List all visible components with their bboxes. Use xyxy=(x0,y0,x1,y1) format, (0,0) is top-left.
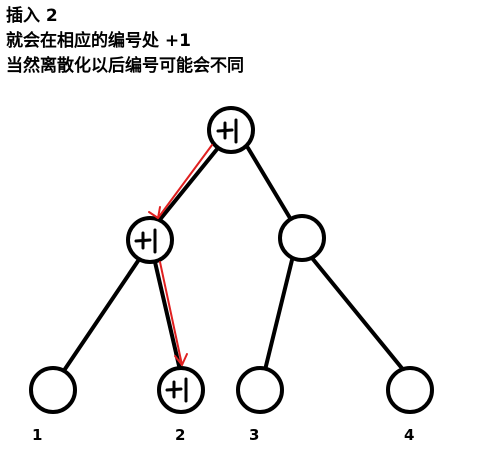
tree-node-leaf-4 xyxy=(386,366,434,414)
edge-left-leaf1 xyxy=(61,256,142,374)
edge-root-right xyxy=(246,146,292,220)
update-arrow-left-to-leaf2 xyxy=(159,261,188,366)
edge-root-left xyxy=(156,146,220,224)
leaf-label-4: 4 xyxy=(404,426,414,444)
tree-node-left-child xyxy=(126,216,174,264)
edge-right-leaf3 xyxy=(263,258,294,372)
tree-node-leaf-3 xyxy=(236,366,284,414)
update-arrow-root-to-left xyxy=(148,144,213,219)
tree-node-leaf-2 xyxy=(157,366,205,414)
plus-one-mark xyxy=(216,118,238,144)
caption-line-3: 当然离散化以后编号可能会不同 xyxy=(6,56,244,76)
caption-line-1: 插入 2 xyxy=(6,6,58,26)
plus-one-mark xyxy=(165,377,188,403)
tree-node-root xyxy=(207,106,255,154)
tree-node-leaf-1 xyxy=(29,366,77,414)
leaf-label-1: 1 xyxy=(32,426,42,444)
edge-left-leaf2 xyxy=(153,260,182,372)
caption-block: 插入 2 就会在相应的编号处 +1 当然离散化以后编号可能会不同 xyxy=(6,4,466,79)
leaf-label-2: 2 xyxy=(175,426,185,444)
tree-node-right-child xyxy=(278,214,326,262)
leaf-label-3: 3 xyxy=(249,426,259,444)
plus-one-mark xyxy=(134,228,157,254)
caption-line-2: 就会在相应的编号处 +1 xyxy=(6,31,191,51)
edge-right-leaf4 xyxy=(310,256,407,374)
